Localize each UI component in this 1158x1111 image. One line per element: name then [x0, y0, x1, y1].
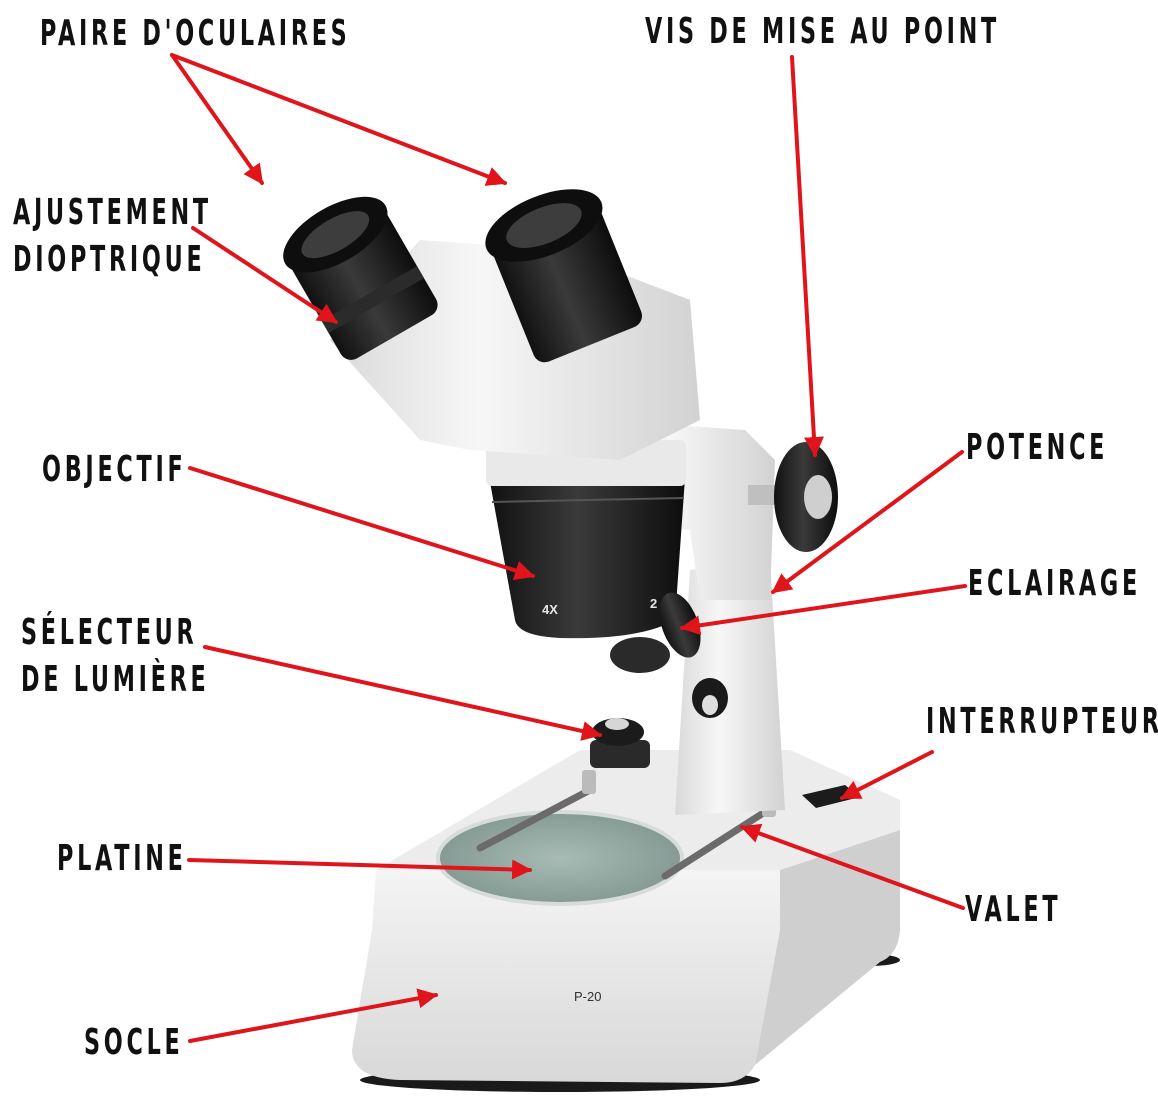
objective-mag-label-2: 2 — [650, 596, 657, 611]
label-selecteur-line1: SÉLECTEUR — [21, 613, 197, 653]
objective: 4X 2 — [486, 440, 686, 638]
base: P-20 — [352, 750, 900, 1092]
label-potence: POTENCE — [966, 428, 1108, 468]
label-selecteur-line2: DE LUMIÈRE — [21, 660, 209, 700]
label-vis-mise-au-point: VIS DE MISE AU POINT — [645, 12, 1000, 52]
focus-knob-cap — [804, 475, 832, 519]
arrow-selecteur — [205, 647, 600, 735]
label-valet: VALET — [965, 890, 1061, 930]
focus-shaft — [748, 485, 778, 505]
lamp-lens — [610, 637, 670, 673]
label-socle: SOCLE — [84, 1023, 184, 1063]
label-paire-oculaires: PAIRE D'OCULAIRES — [40, 14, 350, 54]
clip-post — [582, 770, 596, 794]
arrow-objectif — [190, 468, 533, 576]
knob-cap — [605, 718, 629, 730]
label-ajustement-line2: DIOPTRIQUE — [13, 240, 205, 280]
model-marking: P-20 — [574, 989, 601, 1004]
light-selector-knob — [590, 718, 650, 768]
objective-mag-label: 4X — [542, 602, 558, 617]
pillar-knob-core — [702, 695, 718, 715]
arrow-paire-oculaires-right — [172, 55, 505, 183]
label-interrupteur: INTERRUPTEUR — [926, 702, 1158, 742]
arrow-vis-mise-au-point — [792, 57, 815, 455]
label-platine: PLATINE — [57, 839, 187, 879]
eyepiece-head — [271, 174, 700, 460]
arrow-interrupteur — [842, 752, 932, 798]
stage-plate — [438, 812, 682, 904]
label-objectif: OBJECTIF — [42, 450, 186, 490]
label-eclairage: ECLAIRAGE — [968, 564, 1141, 604]
label-ajustement-line1: AJUSTEMENT — [13, 193, 212, 233]
